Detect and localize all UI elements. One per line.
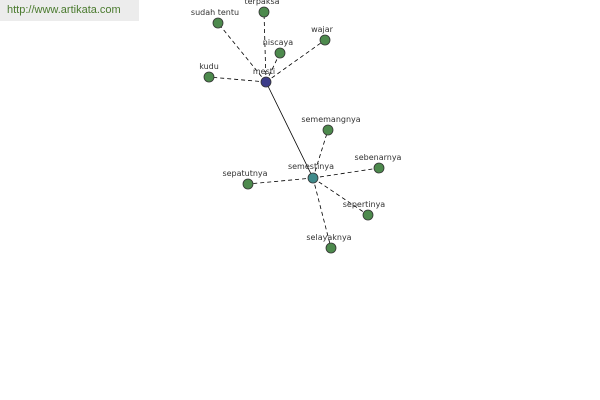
edge-mesti-sudah_tentu	[217, 22, 267, 83]
edge-mesti-niscaya	[265, 52, 281, 83]
watermark-banner: http://www.artikata.com	[0, 0, 139, 21]
node-niscaya[interactable]	[274, 47, 286, 59]
node-sepatutnya[interactable]	[242, 178, 254, 190]
node-wajar[interactable]	[319, 34, 331, 46]
node-label-sebenarnya[interactable]: sebenarnya	[355, 153, 402, 162]
node-label-terpaksa[interactable]: terpaksa	[244, 0, 279, 6]
node-label-semestinya[interactable]: semestinya	[288, 162, 334, 171]
labels-layer: mesti semestinya terpaksa sudah tentu niscay…	[191, 0, 402, 242]
node-label-sepatutnya[interactable]: sepatutnya	[222, 169, 267, 178]
node-terpaksa[interactable]	[258, 6, 270, 18]
node-semestinya[interactable]	[307, 172, 319, 184]
edges-layer	[208, 11, 380, 249]
edge-semestinya-selayaknya	[312, 177, 332, 249]
node-sememangnya[interactable]	[322, 124, 334, 136]
node-label-selayaknya[interactable]: selayaknya	[306, 233, 351, 242]
node-label-wajar[interactable]: wajar	[311, 25, 334, 34]
edge-mesti-wajar	[265, 39, 326, 83]
node-sebenarnya[interactable]	[373, 162, 385, 174]
node-selayaknya[interactable]	[325, 242, 337, 254]
edge-semestinya-sememangnya	[312, 129, 329, 179]
node-label-sudah_tentu[interactable]: sudah tentu	[191, 8, 239, 17]
node-sudah_tentu[interactable]	[212, 17, 224, 29]
edge-semestinya-sepatutnya	[247, 177, 314, 185]
node-sepertinya[interactable]	[362, 209, 374, 221]
node-label-sepertinya[interactable]: sepertinya	[343, 200, 386, 209]
edge-semestinya-sepertinya	[312, 177, 369, 216]
edge-mesti-kudu	[208, 76, 267, 83]
node-label-mesti[interactable]: mesti	[253, 67, 275, 76]
node-mesti[interactable]	[260, 76, 272, 88]
node-kudu[interactable]	[203, 71, 215, 83]
node-label-niscaya[interactable]: niscaya	[263, 38, 293, 47]
nodes-layer	[203, 6, 385, 254]
node-label-sememangnya[interactable]: sememangnya	[301, 115, 360, 124]
edge-mesti-semestinya	[265, 81, 314, 179]
edge-mesti-terpaksa	[263, 11, 267, 83]
watermark-url[interactable]: http://www.artikata.com	[7, 4, 121, 16]
node-label-kudu[interactable]: kudu	[199, 62, 219, 71]
